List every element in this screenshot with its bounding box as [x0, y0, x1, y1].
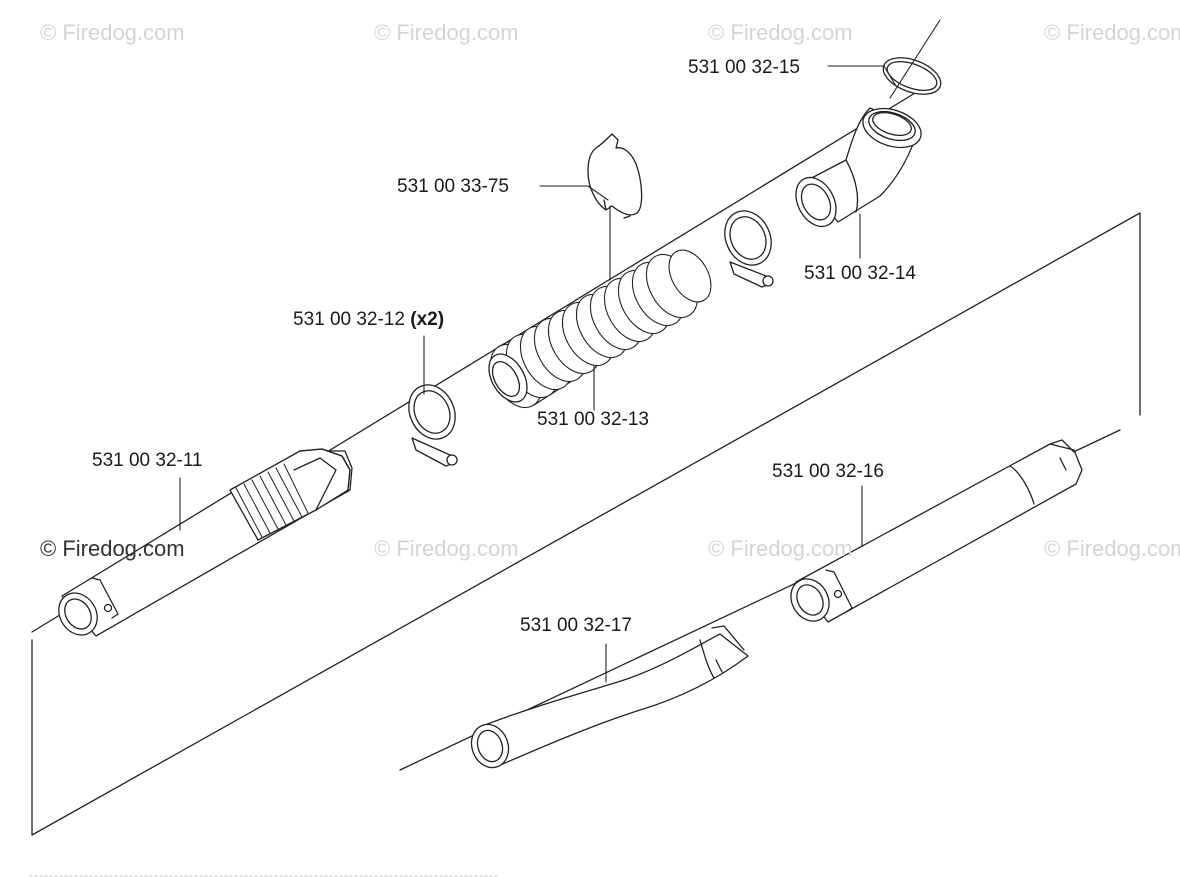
- watermark: © Firedog.com: [708, 536, 853, 561]
- leader-lines: [179, 19, 941, 683]
- part-label-17: 531 00 32-17: [520, 615, 632, 636]
- part-12-clamp-right: [724, 210, 774, 288]
- watermark: © Firedog.com: [374, 20, 519, 45]
- watermark: © Firedog.com: [40, 20, 185, 45]
- watermark: © Firedog.com: [708, 20, 853, 45]
- part-17-nozzle: [470, 625, 749, 769]
- assembly-frame-outline: [31, 212, 1141, 836]
- part-label-11: 531 00 32-11: [92, 450, 203, 471]
- part-75-decal: [587, 133, 643, 219]
- part-label-13: 531 00 32-13: [537, 409, 649, 430]
- part-label-12-number: 531 00 32-12: [293, 309, 405, 330]
- part-label-14: 531 00 32-14: [804, 263, 916, 284]
- part-label-15: 531 00 32-15: [688, 57, 800, 78]
- part-12-clamp-left: [408, 384, 458, 467]
- part-label-12: 531 00 32-12 (x2): [293, 309, 444, 331]
- part-label-16: 531 00 32-16: [772, 461, 884, 482]
- part-label-12-quantity: (x2): [410, 309, 445, 330]
- watermark: © Firedog.com: [374, 536, 519, 561]
- part-14-elbow: [795, 107, 922, 228]
- part-label-75: 531 00 33-75: [397, 176, 509, 197]
- part-15-seal: [882, 57, 942, 95]
- watermark: © Firedog.com: [40, 536, 185, 561]
- watermark: © Firedog.com: [1044, 20, 1180, 45]
- part-16-tube: [790, 439, 1083, 623]
- watermark: © Firedog.com: [1044, 536, 1180, 561]
- part-11-tube: [58, 448, 353, 637]
- part-13-flex-hose: [488, 249, 712, 408]
- part-11-grip-ribs: [235, 463, 309, 538]
